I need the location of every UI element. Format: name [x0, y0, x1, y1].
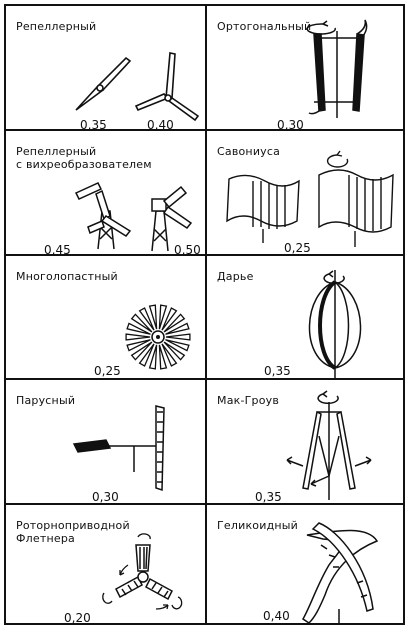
windwheel-blade	[125, 333, 151, 341]
windwheel-blade	[163, 313, 186, 333]
cell-savonius: Савониуса 0,25	[207, 131, 403, 254]
multiblade-turbine-illustration	[125, 304, 191, 370]
cell-helicoidal: Геликоидный 0,40	[207, 505, 403, 627]
windwheel-blade	[165, 322, 190, 335]
cell-orthogonal: Ортогональный 0,30	[207, 6, 403, 129]
windwheel-blade	[158, 344, 168, 370]
row-divider-3	[6, 378, 403, 380]
efficiency-value: 0,25	[94, 364, 121, 378]
column-divider	[205, 6, 207, 623]
windwheel-blades	[125, 304, 191, 370]
efficiency-value: 0,30	[92, 490, 119, 503]
helicoidal-turbine-illustration	[302, 522, 379, 625]
efficiency-value: 0,40	[263, 609, 290, 623]
efficiency-value: 0,30	[277, 118, 304, 129]
efficiency-value: 0,35	[264, 364, 291, 378]
efficiency-value: 0,35	[255, 490, 282, 503]
row-divider-4	[6, 503, 403, 505]
windwheel-blade	[148, 344, 158, 370]
windwheel-blade	[130, 341, 153, 361]
cell-title: Мак-Гроув	[217, 394, 280, 407]
windwheel-blade	[165, 333, 191, 341]
windwheel-blade	[148, 304, 158, 330]
windwheel-blade	[126, 322, 151, 335]
efficiency-value: 0,45	[44, 243, 71, 254]
propeller-vortex-illustration	[74, 182, 193, 252]
windwheel-blade	[158, 304, 168, 330]
cell-title: Дарье	[217, 270, 254, 283]
cell-propeller-vortex: Репеллерный с вихреобразователем 0,45 0,…	[6, 131, 205, 254]
cell-darrieus: Дарье 0,35	[207, 256, 403, 378]
cell-title: Ортогональный	[217, 20, 312, 33]
windwheel-blade	[165, 339, 190, 352]
propeller-turbine-illustration	[75, 52, 200, 122]
cell-flettner: Роторноприводной Флетнера 0,20	[6, 505, 205, 627]
cell-title: Парусный	[16, 394, 76, 407]
savonius-turbine-illustration	[226, 150, 394, 247]
cell-propeller: Репеллерный 0,35 0,40	[6, 6, 205, 129]
cell-title: Репеллерный	[16, 20, 97, 33]
turbine-types-table: Репеллерный 0,35 0,40 Ортогональный	[4, 4, 405, 625]
cell-title: Многолопастный	[16, 270, 118, 283]
windwheel-blade	[138, 343, 155, 367]
windwheel-blade	[161, 343, 178, 367]
cell-sail: Парусный 0,30	[6, 380, 205, 503]
windwheel-blade	[126, 339, 151, 352]
windwheel-blade	[138, 307, 155, 331]
orthogonal-turbine-illustration	[306, 19, 368, 118]
cell-multiblade: Многолопастный 0,25	[6, 256, 205, 378]
cell-mcgrove: Мак-Гроув 0,35	[207, 380, 403, 503]
sail-turbine-illustration	[72, 405, 165, 492]
efficiency-value: 0,20	[64, 611, 91, 625]
windwheel-blade	[163, 341, 186, 361]
cell-title: Роторноприводной Флетнера	[16, 519, 130, 545]
cell-title: Репеллерный с вихреобразователем	[16, 145, 152, 171]
flettner-rotor-illustration	[102, 533, 183, 610]
row-divider-1	[6, 129, 403, 131]
windwheel-blade	[130, 313, 153, 333]
cell-title: Савониуса	[217, 145, 281, 158]
efficiency-value: 0,35	[80, 118, 107, 129]
windwheel-blade	[161, 307, 178, 331]
efficiency-value: 0,25	[284, 241, 311, 254]
efficiency-value: 0,40	[147, 118, 174, 129]
darrieus-turbine-illustration	[308, 270, 362, 378]
row-divider-2	[6, 254, 403, 256]
cell-title: Геликоидный	[217, 519, 299, 532]
mcgrove-turbine-illustration	[286, 390, 372, 500]
efficiency-value: 0,50	[174, 243, 201, 254]
